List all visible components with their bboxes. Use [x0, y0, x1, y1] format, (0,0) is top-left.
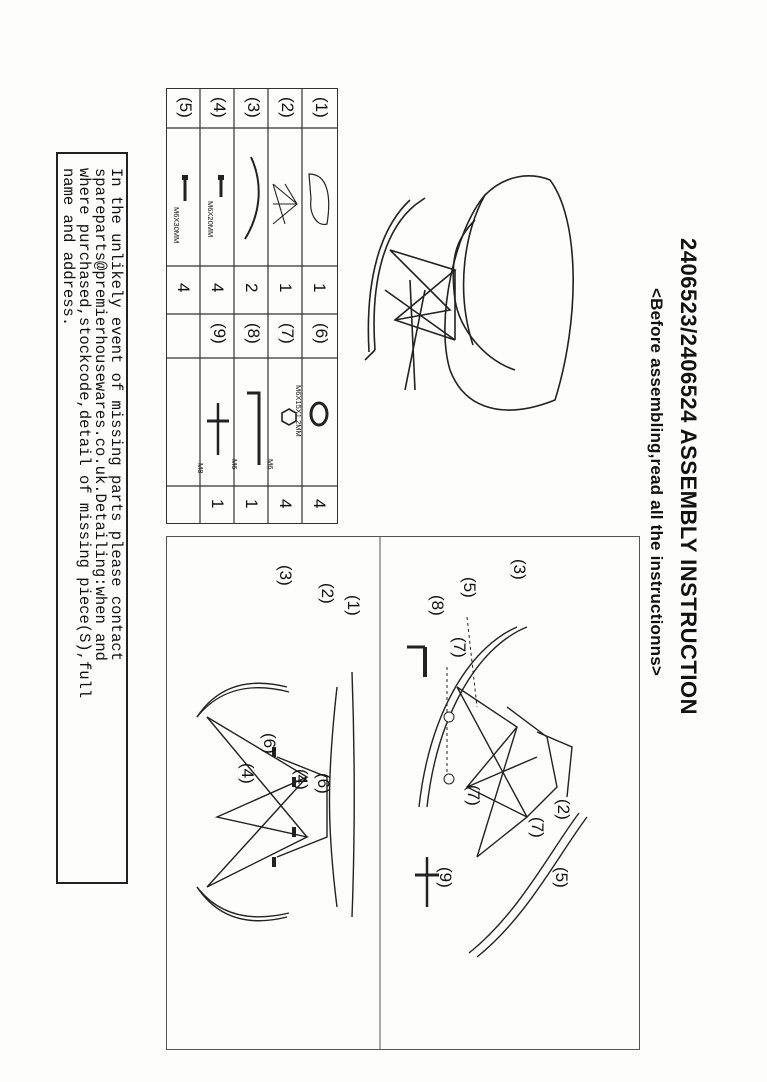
chair-overview-illustration: [364, 175, 574, 411]
part-number: (6): [312, 323, 331, 344]
step-1-callout: (5): [460, 577, 479, 598]
part-spec: M6: [230, 459, 239, 470]
step-1-callout: (5): [552, 867, 571, 888]
note-line: name and address.: [59, 168, 77, 327]
part-qty: 2: [242, 283, 261, 293]
step-2-callout: (3): [276, 565, 295, 586]
step-2-callout: (6): [260, 733, 279, 754]
part-qty: 4: [208, 283, 227, 293]
step-2-callout: (4): [238, 763, 257, 784]
part-9-tool-icon: [207, 403, 229, 455]
step-2-callout: (1): [344, 595, 363, 616]
steps-divider: [379, 536, 381, 1050]
part-spec: M8: [196, 463, 205, 474]
part-qty: 4: [276, 499, 295, 509]
step-2-callout: (2): [318, 583, 337, 604]
step-1-callout: (2): [554, 799, 573, 820]
step-1-callout: (9): [436, 867, 455, 888]
missing-parts-note: In the unlikely event of missing parts p…: [56, 152, 128, 884]
part-3-rocker-icon: [244, 156, 260, 240]
step-1-callout: (8): [428, 595, 447, 616]
note-line: where purchased,stockcode,detail of miss…: [75, 168, 93, 699]
part-number: (5): [176, 97, 195, 118]
part-number: (3): [244, 97, 263, 118]
part-2-base-icon: [272, 183, 298, 225]
step-1-callout: (7): [528, 817, 547, 838]
part-number: (7): [278, 323, 297, 344]
part-number: (2): [278, 97, 297, 118]
step-2-callout: (6): [314, 773, 333, 794]
page-subtitle: <Before assembling,read all the instruct…: [647, 288, 666, 677]
part-5-bolt-icon: [182, 175, 188, 201]
part-7-nut-icon: [281, 408, 297, 426]
note-line: In the unlikely event of missing parts p…: [107, 168, 125, 661]
part-qty: 1: [208, 499, 227, 509]
part-6-washer-icon: [309, 401, 329, 427]
step-2-seat-assembly-diagram: [196, 671, 355, 922]
part-qty: 1: [276, 283, 295, 293]
step-1-callout: (3): [510, 559, 529, 580]
part-spec: M6X20MM: [206, 201, 215, 238]
part-1-seat-icon: [308, 173, 330, 225]
note-line: spareparts@premierhousewares.co.uk.Detai…: [91, 168, 109, 661]
part-spec: M6: [266, 459, 275, 470]
part-number: (1): [312, 97, 331, 118]
assembly-steps-panel: (3) (5) (7) (8) (7) (7) (2) (5) (9) (1) …: [166, 536, 640, 1050]
part-spec: M6X30MM: [172, 207, 181, 244]
step-1-callout: (7): [464, 785, 483, 806]
part-number: (9): [210, 323, 229, 344]
part-qty: 1: [242, 499, 261, 509]
part-4-bolt-icon: [218, 175, 224, 197]
part-qty: 4: [174, 283, 193, 293]
page-title: 2406523/2406524 ASSEMBLY INSTRUCTION: [676, 238, 701, 715]
parts-table: (1) (2) (3) (4) (5) M6X20MM M6X30MM 1 1 …: [166, 88, 338, 524]
part-number: (8): [244, 323, 263, 344]
part-number: (4): [210, 97, 229, 118]
part-8-hex-key-icon: [247, 391, 261, 465]
step-2-callout: (4): [292, 769, 311, 790]
parts-table-grid: [166, 88, 338, 524]
part-qty: 1: [310, 283, 329, 293]
step-1-callout: (7): [450, 637, 469, 658]
step-1-base-assembly-diagram: [407, 616, 588, 958]
part-qty: 4: [310, 499, 329, 509]
